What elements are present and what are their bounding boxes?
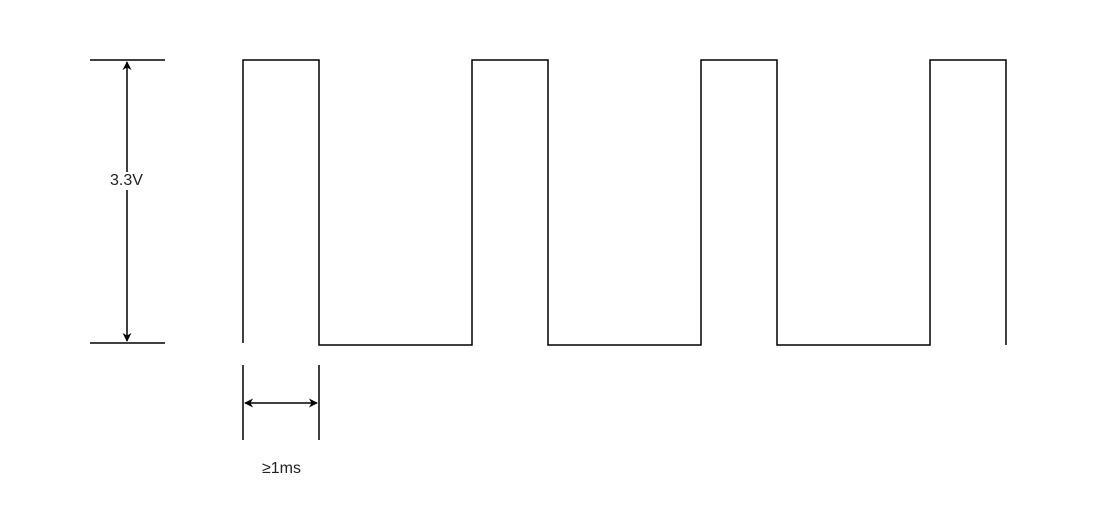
square-wave [242,59,1007,346]
pulse-width-label: ≥1ms [262,460,302,477]
voltage-label: 3.3V [110,172,143,190]
